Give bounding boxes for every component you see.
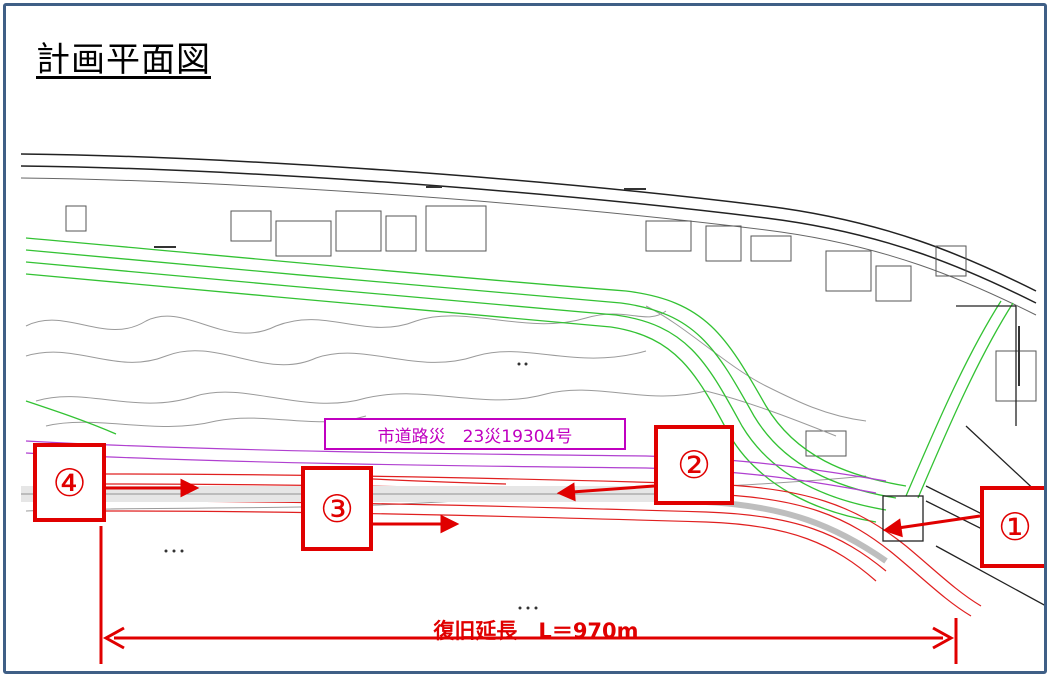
contours [25, 305, 867, 512]
purple-lines [25, 440, 887, 494]
callout-3: ③ [301, 466, 373, 551]
callout-2: ② [654, 425, 734, 505]
survey-marks [154, 186, 1020, 610]
diagram-frame: 計画平面図 市道路災 23災19304号 ④ ② ③ ① 復旧延長 L＝970m [3, 3, 1047, 674]
green-road-lines [25, 237, 1014, 523]
length-dimension [99, 526, 958, 664]
callout-arrows [106, 478, 981, 538]
page-title: 計画平面図 [36, 40, 211, 80]
restoration-length-label: 復旧延長 L＝970m [433, 619, 639, 643]
plan-drawing [20, 153, 1044, 664]
callout-1: ① [980, 486, 1044, 568]
road-disaster-label: 市道路災 23災19304号 [324, 418, 626, 450]
buildings [65, 205, 1037, 457]
callout-4: ④ [33, 443, 106, 522]
top-road [20, 153, 1037, 316]
